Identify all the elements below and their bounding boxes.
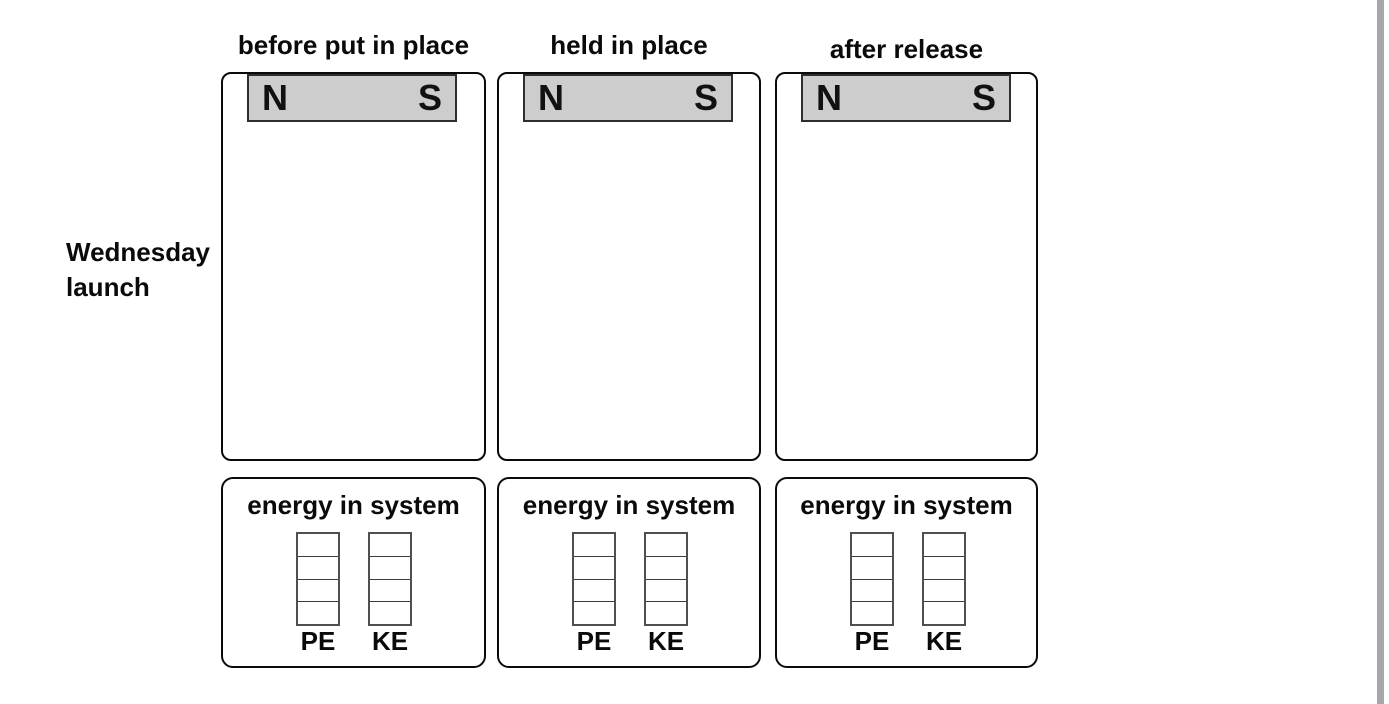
energy-cell xyxy=(574,601,614,624)
row-label-line2: launch xyxy=(66,272,150,302)
energy-cell xyxy=(924,601,964,624)
energy-bar-ke xyxy=(644,532,688,626)
magnet-north-pole-label: N xyxy=(538,77,564,118)
bar-magnet: N S xyxy=(247,74,457,122)
magnet-north-pole-label: N xyxy=(816,77,842,118)
energy-cell xyxy=(298,601,338,624)
bar-magnet: N S xyxy=(801,74,1011,122)
bar-label-ke: KE xyxy=(371,626,409,656)
energy-box-after: energy in system PE KE xyxy=(775,477,1038,668)
bar-label-pe: PE xyxy=(576,626,612,656)
row-label-line1: Wednesday xyxy=(66,237,211,267)
magnet-south-pole-label: S xyxy=(693,77,718,118)
energy-box-title: energy in system xyxy=(522,490,736,520)
energy-cell xyxy=(370,555,410,579)
energy-cell xyxy=(298,534,338,556)
energy-box-title: energy in system xyxy=(800,490,1013,520)
energy-bar-pe xyxy=(572,532,616,626)
energy-box-before: energy in system PE KE xyxy=(221,477,486,668)
energy-cell xyxy=(924,534,964,556)
bar-magnet: N S xyxy=(523,74,733,122)
energy-cell xyxy=(370,578,410,602)
energy-bar-ke xyxy=(368,532,412,626)
energy-cell xyxy=(924,578,964,602)
energy-cell xyxy=(924,555,964,579)
energy-cell xyxy=(646,555,686,579)
column-header-before-put-in-place: before put in place xyxy=(237,30,470,60)
bar-label-pe: PE xyxy=(854,626,890,656)
bar-label-ke: KE xyxy=(647,626,685,656)
energy-cell xyxy=(574,578,614,602)
magnet-south-pole-label: S xyxy=(417,77,442,118)
energy-cell xyxy=(852,534,892,556)
bar-label-pe: PE xyxy=(300,626,336,656)
row-label-wednesday-launch: Wednesday launch xyxy=(66,235,210,305)
magnet-north-pole-label: N xyxy=(262,77,288,118)
energy-cell xyxy=(298,578,338,602)
energy-cell xyxy=(574,555,614,579)
energy-cell xyxy=(852,601,892,624)
energy-bar-pe xyxy=(850,532,894,626)
energy-cell xyxy=(574,534,614,556)
energy-cell xyxy=(646,578,686,602)
scenario-panel-before: N S xyxy=(221,72,486,461)
column-header-after-release: after release xyxy=(829,34,984,64)
energy-cell xyxy=(646,534,686,556)
energy-cell xyxy=(852,555,892,579)
energy-cell xyxy=(646,601,686,624)
energy-bar-pe xyxy=(296,532,340,626)
energy-cell xyxy=(370,534,410,556)
page-edge-strip xyxy=(1377,0,1384,704)
energy-cell xyxy=(370,601,410,624)
energy-box-held: energy in system PE KE xyxy=(497,477,761,668)
magnet-south-pole-label: S xyxy=(971,77,996,118)
bar-label-ke: KE xyxy=(925,626,963,656)
energy-cell xyxy=(298,555,338,579)
scenario-panel-held: N S xyxy=(497,72,761,461)
energy-cell xyxy=(852,578,892,602)
energy-box-title: energy in system xyxy=(247,490,460,520)
column-header-held-in-place: held in place xyxy=(550,30,708,60)
scenario-panel-after: N S xyxy=(775,72,1038,461)
energy-bar-ke xyxy=(922,532,966,626)
